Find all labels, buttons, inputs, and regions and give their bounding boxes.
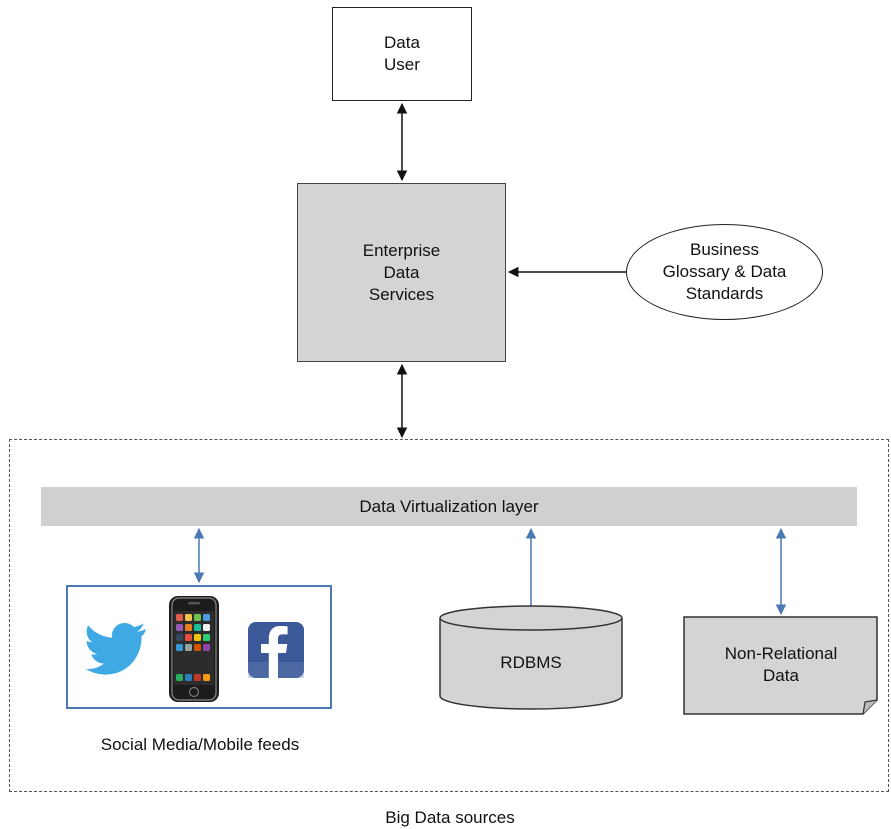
facebook-icon — [248, 622, 304, 678]
non-relational-data-label: Non-Relational Data — [724, 644, 838, 685]
smartphone-icon — [169, 596, 219, 702]
business-glossary-ellipse: Business Glossary & Data Standards — [626, 224, 823, 320]
rdbms-label: RDBMS — [500, 653, 562, 672]
rdbms-cylinder — [439, 605, 623, 710]
twitter-bird-icon — [86, 623, 146, 675]
big-data-sources-region — [9, 439, 889, 792]
social-media-box — [66, 585, 332, 709]
social-media-label: Social Media/Mobile feeds — [100, 735, 300, 754]
data-user-box: Data User — [332, 7, 472, 101]
enterprise-data-services-box: Enterprise Data Services — [297, 183, 506, 362]
data-virtualization-layer: Data Virtualization layer — [41, 487, 857, 526]
non-relational-data-shape — [683, 616, 878, 715]
big-data-sources-label: Big Data sources — [385, 808, 515, 827]
